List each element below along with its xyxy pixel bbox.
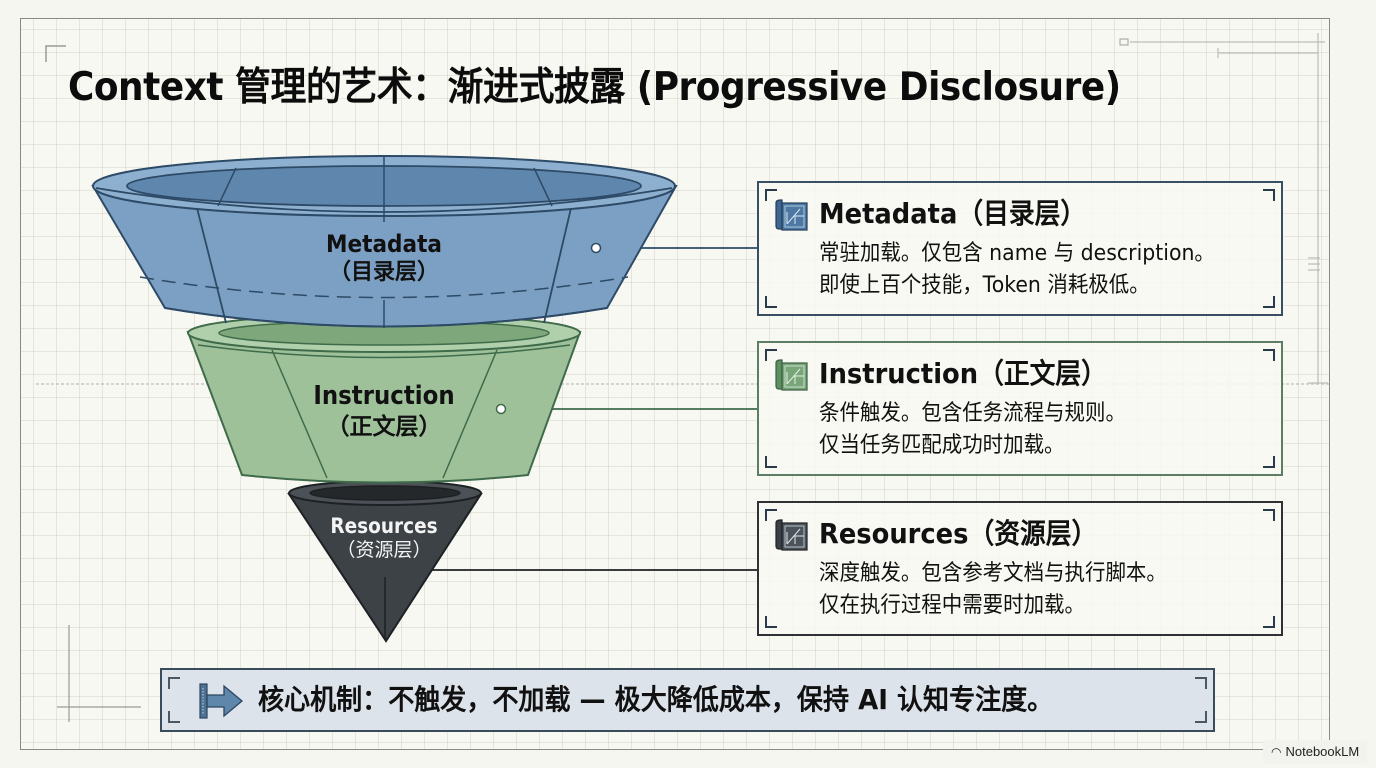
corner-mark (765, 509, 777, 521)
corner-mark (1195, 711, 1207, 723)
card-description: 深度触发。包含参考文档与执行脚本。 (819, 561, 1167, 586)
core-mechanism-text: 核心机制：不触发，不加载 — 极大降低成本，保持 AI 认知专注度。 (258, 683, 1054, 716)
corner-mark (765, 296, 777, 308)
card-heading: Resources（资源层） (819, 517, 1098, 550)
notebooklm-watermark: ◠NotebookLM (1263, 740, 1368, 764)
corner-mark (1263, 296, 1275, 308)
card-description: 仅当任务匹配成功时加载。 (819, 433, 1065, 458)
corner-mark (1263, 456, 1275, 468)
corner-mark (765, 349, 777, 361)
corner-mark (1195, 677, 1207, 689)
corner-mark (765, 616, 777, 628)
funnel-diagram (91, 155, 757, 643)
funnel-layer-resources (287, 480, 483, 643)
blueprint-icon (775, 359, 808, 391)
corner-mark (1263, 616, 1275, 628)
card-instruction: Instruction（正文层） 条件触发。包含任务流程与规则。 仅当任务匹配成… (757, 341, 1283, 476)
corner-mark (1263, 509, 1275, 521)
corner-mark (765, 189, 777, 201)
card-heading: Instruction（正文层） (819, 357, 1107, 390)
corner-mark (168, 677, 180, 689)
card-resources: Resources（资源层） 深度触发。包含参考文档与执行脚本。 仅在执行过程中… (757, 501, 1283, 636)
corner-mark (1263, 189, 1275, 201)
corner-mark (1263, 349, 1275, 361)
core-mechanism-banner: 核心机制：不触发，不加载 — 极大降低成本，保持 AI 认知专注度。 (160, 668, 1215, 732)
funnel-label-metadata: Metadata （目录层） (326, 230, 442, 285)
corner-mark (765, 456, 777, 468)
funnel-label-instruction: Instruction （正文层） (313, 381, 455, 440)
card-metadata: Metadata（目录层） 常驻加载。仅包含 name 与 descriptio… (757, 181, 1283, 316)
corner-mark (168, 711, 180, 723)
blueprint-icon (775, 519, 808, 551)
card-description: 仅在执行过程中需要时加载。 (819, 593, 1085, 618)
card-heading: Metadata（目录层） (819, 197, 1087, 230)
card-description: 常驻加载。仅包含 name 与 description。 (819, 241, 1215, 266)
funnel-label-resources: Resources （资源层） (330, 514, 438, 562)
notebooklm-icon: ◠ (1271, 745, 1282, 759)
arrow-right-icon (199, 683, 244, 719)
card-description: 即使上百个技能，Token 消耗极低。 (819, 273, 1150, 298)
blueprint-icon (775, 199, 808, 231)
funnel-layer-metadata (91, 155, 678, 328)
card-description: 条件触发。包含任务流程与规则。 (819, 401, 1126, 426)
page-title: Context 管理的艺术：渐进式披露 (Progressive Disclos… (68, 65, 1121, 110)
